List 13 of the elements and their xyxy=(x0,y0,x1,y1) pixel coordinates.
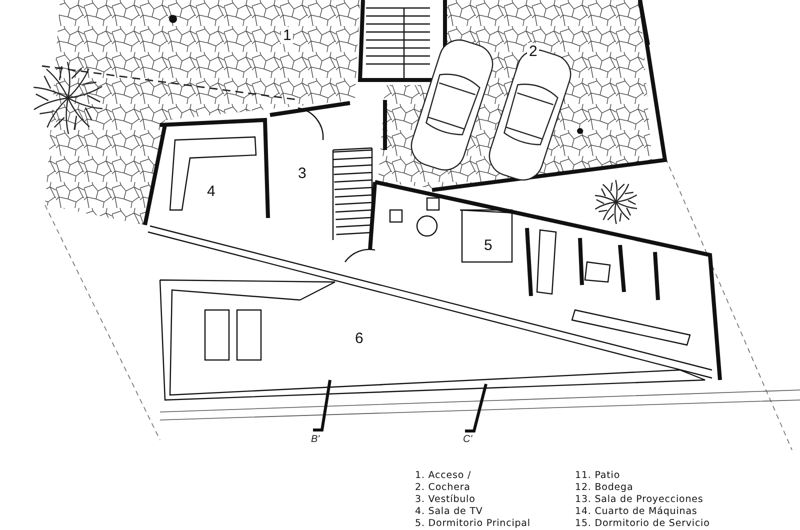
legend-item: 13. Sala de Proyecciones xyxy=(575,495,704,504)
legend-item: 5. Dormitorio Principal xyxy=(415,519,530,528)
legend-item: 14. Cuarto de Máquinas xyxy=(575,507,698,516)
legend-item: 3. Vestíbulo xyxy=(415,495,476,504)
legend-item: 4. Sala de TV xyxy=(415,507,483,516)
legend-item: 12. Bodega xyxy=(575,483,634,492)
legend-item: 11. Patio xyxy=(575,471,620,480)
legend-item: 2. Cochera xyxy=(415,483,470,492)
section-mark-label: B' xyxy=(311,435,320,445)
legend-item: 15. Dormitorio de Servicio xyxy=(575,519,710,528)
legend-item: 1. Acceso / xyxy=(415,471,472,480)
room-number: 1 xyxy=(281,27,294,44)
section-mark-label: C' xyxy=(463,435,472,445)
